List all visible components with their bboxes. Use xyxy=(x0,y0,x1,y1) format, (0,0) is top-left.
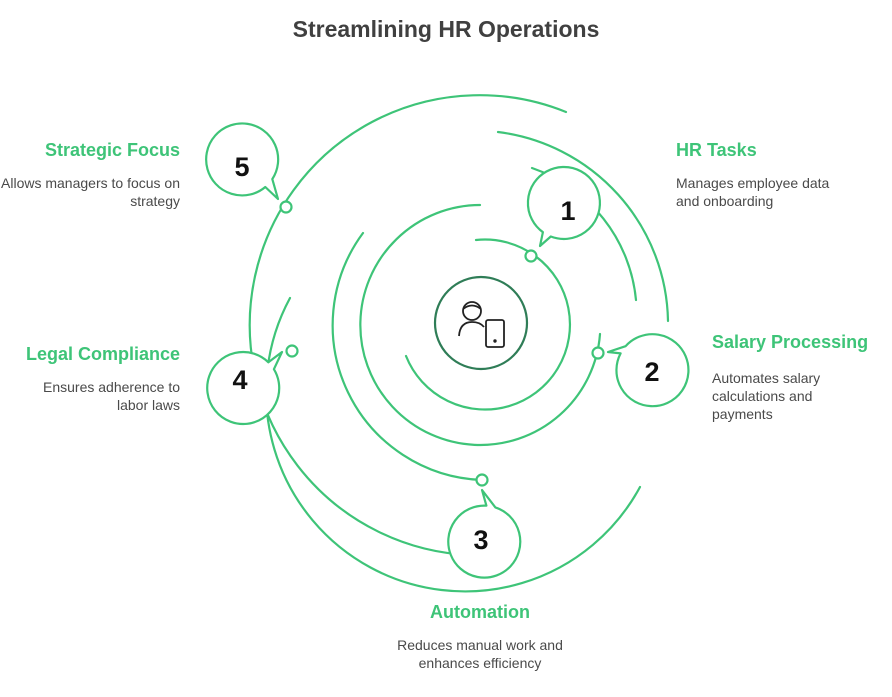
step-number-5: 5 xyxy=(234,152,249,182)
connector-dot-2 xyxy=(591,346,605,360)
connector-dot-1 xyxy=(524,249,538,263)
step-title-legal-compliance: Legal Compliance xyxy=(25,344,180,364)
step-bubble-1 xyxy=(526,165,602,248)
step-title-salary-processing: Salary Processing xyxy=(712,332,869,352)
step-bubble-4 xyxy=(206,350,284,426)
step-desc-strategic-focus: Allows managers to focus on strategy xyxy=(1,175,180,209)
step-desc-automation: Reduces manual work and enhances efficie… xyxy=(397,637,563,671)
ring-arc-2 xyxy=(359,203,602,447)
step-number-2: 2 xyxy=(644,357,659,387)
page-title: Streamlining HR Operations xyxy=(292,16,600,42)
step-desc-hr-tasks: Manages employee data and onboarding xyxy=(676,175,830,209)
step-title-strategic-focus: Strategic Focus xyxy=(44,140,180,160)
connector-dot-4 xyxy=(285,344,299,358)
ring-arc-6 xyxy=(496,130,670,323)
center-circle xyxy=(433,275,529,371)
step-number-1: 1 xyxy=(560,196,575,226)
step-bubble-5 xyxy=(205,122,280,201)
step-desc-legal-compliance: Ensures adherence to labor laws xyxy=(43,379,180,413)
connector-dot-5 xyxy=(279,200,293,214)
step-number-3: 3 xyxy=(473,525,488,555)
step-title-automation: Automation xyxy=(430,602,530,622)
step-number-4: 4 xyxy=(232,365,247,395)
user-with-tablet-icon xyxy=(458,301,505,348)
connector-dot-3 xyxy=(475,473,489,487)
step-desc-salary-processing: Automates salary calculations and paymen… xyxy=(712,370,821,422)
step-bubble-3 xyxy=(447,488,522,579)
step-title-hr-tasks: HR Tasks xyxy=(676,140,757,160)
step-bubble-2 xyxy=(606,333,690,408)
ring-arc-7 xyxy=(248,94,568,557)
ring-arc-4 xyxy=(331,231,484,482)
